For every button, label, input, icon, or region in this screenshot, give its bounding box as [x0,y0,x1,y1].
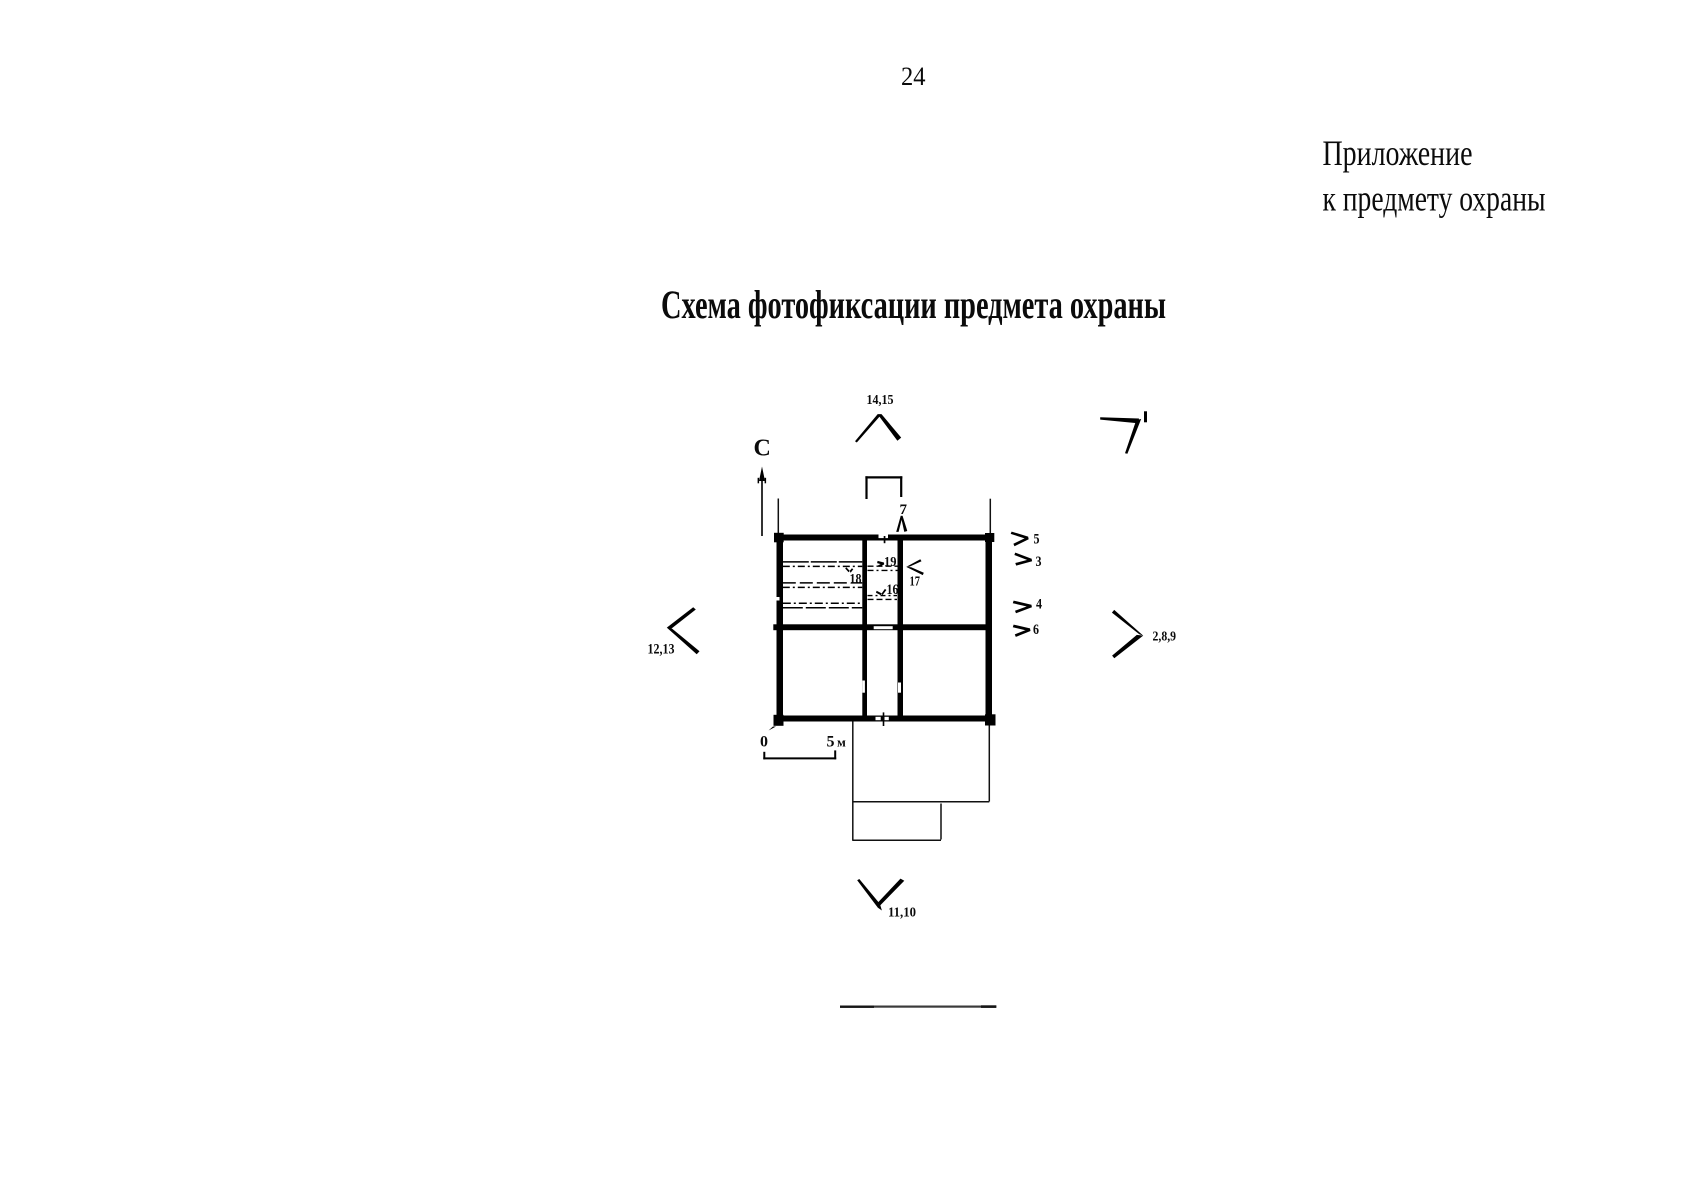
svg-text:11,10: 11,10 [888,906,916,921]
svg-text:м: м [837,735,846,750]
svg-text:5: 5 [1034,531,1040,547]
svg-text:3: 3 [1036,554,1042,570]
svg-text:14,15: 14,15 [867,393,894,408]
svg-text:7: 7 [900,502,908,518]
svg-text:0: 0 [760,734,768,751]
svg-text:Схема фотофиксации предмета ох: Схема фотофиксации предмета охраны [661,282,1166,327]
svg-text:12,13: 12,13 [648,642,675,658]
svg-text:17: 17 [910,575,921,590]
svg-text:Приложение: Приложение [1323,133,1473,173]
svg-text:2,8,9: 2,8,9 [1153,629,1177,644]
svg-text:19: 19 [884,555,897,570]
svg-text:18: 18 [850,572,862,588]
svg-text:5: 5 [827,734,835,751]
svg-text:16: 16 [887,582,899,598]
svg-text:24: 24 [901,62,926,91]
svg-text:6: 6 [1033,622,1039,638]
svg-text:4: 4 [1036,596,1042,612]
svg-text:С: С [754,436,771,462]
svg-text:к предмету охраны: к предмету охраны [1323,179,1546,219]
